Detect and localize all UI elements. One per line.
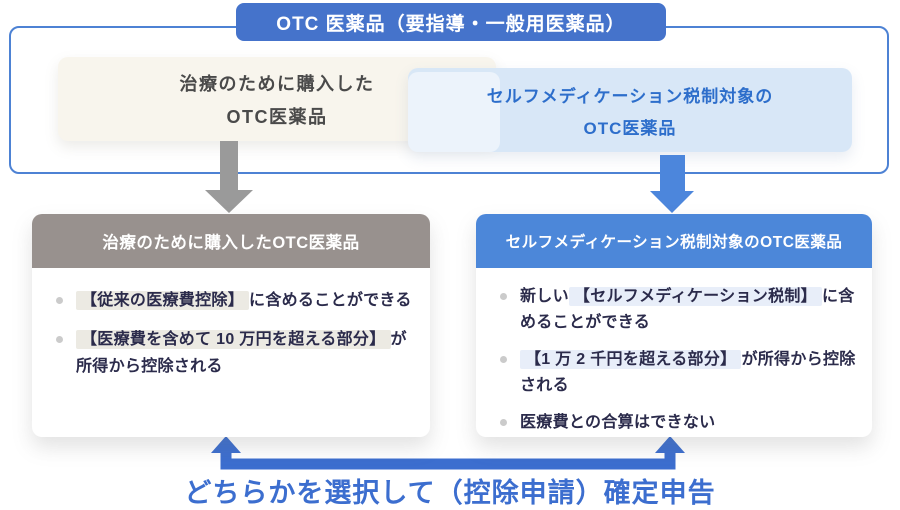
u-connector-left-arrowhead-icon	[211, 436, 241, 453]
selfmedication-otc-box-line1: セルフメディケーション税制対象の	[486, 86, 774, 106]
treatment-otc-box-line2: OTC医薬品	[226, 106, 328, 127]
u-connector-line	[220, 449, 676, 470]
treatment-deduction-card-title: 治療のために購入したOTC医薬品	[102, 234, 360, 252]
selfmedication-otc-box-line2: OTC医薬品	[583, 118, 677, 138]
bullet-text: に含めることができる	[249, 292, 412, 309]
otc-category-banner: OTC 医薬品（要指導・一般用医薬品）	[236, 3, 666, 41]
bullet-text: に含めることができる	[520, 288, 855, 332]
treatment-otc-box-line1: 治療のために購入した	[179, 73, 375, 94]
bullet-dot-icon	[500, 355, 507, 363]
bullet-prefix: 新しい	[520, 288, 569, 305]
list-item: 【1 万 2 千円を超える部分】が所得から控除される	[500, 347, 860, 400]
treatment-deduction-bullet-list: 【従来の医療費控除】に含めることができる 【医療費を含めて 10 万円を超える部…	[32, 268, 430, 380]
list-item: 医療費との合算はできない	[500, 410, 860, 436]
treatment-deduction-card-header: 治療のために購入したOTC医薬品	[32, 214, 430, 268]
selfmedication-otc-box: セルフメディケーション税制対象の OTC医薬品	[408, 68, 852, 152]
bullet-dot-icon	[56, 336, 63, 344]
bullet-dot-icon	[500, 418, 507, 426]
list-item: 【医療費を含めて 10 万円を超える部分】が所得から控除される	[56, 327, 418, 380]
bullet-prefix: 医療費との合算はできない	[520, 413, 716, 431]
bullet-highlight: 【医療費を含めて 10 万円を超える部分】	[76, 330, 391, 350]
bullet-highlight: 【従来の医療費控除】	[76, 291, 250, 310]
selfmedication-deduction-card: セルフメディケーション税制対象のOTC医薬品 新しい【セルフメディケーション税制…	[476, 214, 872, 437]
overlap-highlight	[408, 72, 500, 152]
bullet-dot-icon	[56, 297, 63, 304]
selfmedication-deduction-card-header: セルフメディケーション税制対象のOTC医薬品	[476, 214, 872, 268]
list-item: 新しい【セルフメディケーション税制】に含めることができる	[500, 284, 860, 337]
bullet-dot-icon	[500, 293, 507, 300]
u-connector-right-arrowhead-icon	[655, 436, 685, 453]
bullet-highlight: 【セルフメディケーション税制】	[568, 287, 822, 306]
selfmedication-deduction-card-title: セルフメディケーション税制対象のOTC医薬品	[505, 234, 843, 251]
bullet-text: が所得から控除される	[76, 331, 407, 375]
otc-category-banner-label: OTC 医薬品（要指導・一般用医薬品）	[276, 13, 626, 35]
list-item: 【従来の医療費控除】に含めることができる	[56, 288, 418, 314]
bullet-highlight: 【1 万 2 千円を超える部分】	[520, 349, 742, 369]
bullet-text: が所得から控除される	[520, 350, 856, 395]
choice-caption: どちらかを選択して（控除申請）確定申告	[184, 478, 716, 508]
treatment-deduction-card: 治療のために購入したOTC医薬品 【従来の医療費控除】に含めることができる 【医…	[32, 214, 430, 437]
selfmedication-deduction-bullet-list: 新しい【セルフメディケーション税制】に含めることができる 【1 万 2 千円を超…	[476, 268, 872, 436]
